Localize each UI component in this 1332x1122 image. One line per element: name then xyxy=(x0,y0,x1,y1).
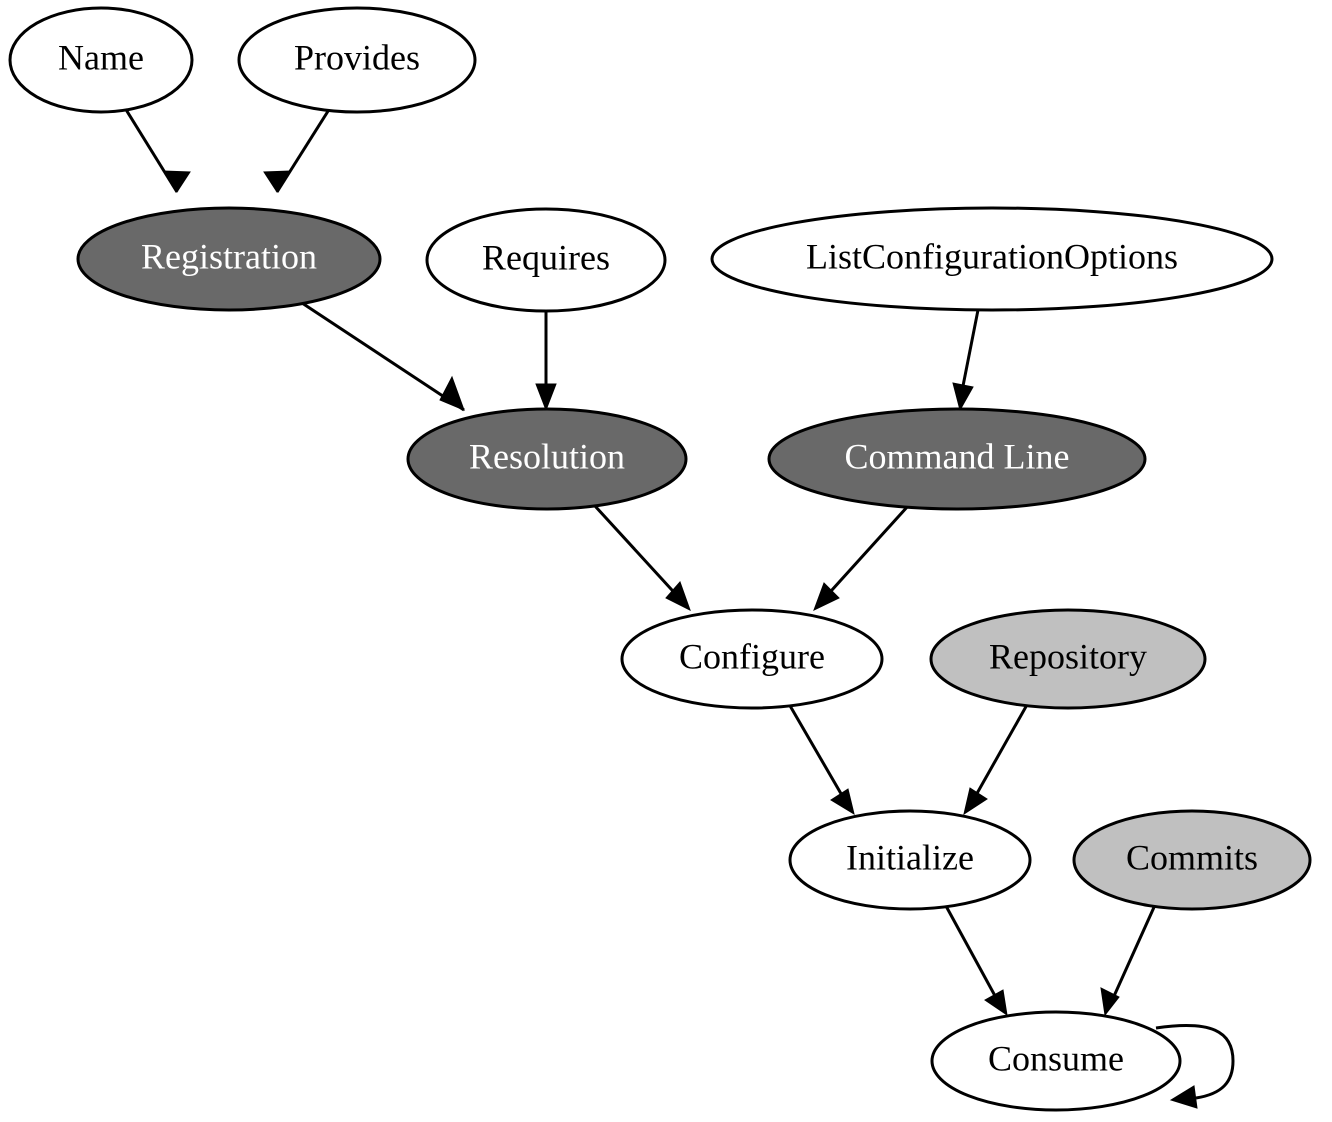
node-listconfigurationoptions[interactable]: ListConfigurationOptions xyxy=(710,206,1274,312)
arrowhead-icon xyxy=(163,170,191,193)
edge-requires-resolution[interactable] xyxy=(535,311,557,412)
node-label: Configure xyxy=(679,636,825,676)
edge-line xyxy=(787,703,849,805)
node-label: Consume xyxy=(988,1038,1124,1078)
edge-provides-registration[interactable] xyxy=(263,107,332,193)
node-shape xyxy=(425,207,667,313)
node-commits[interactable]: Commits xyxy=(1072,809,1312,911)
edge-line xyxy=(298,299,465,412)
node-configure[interactable]: Configure xyxy=(620,608,884,710)
node-initialize[interactable]: Initialize xyxy=(788,809,1032,911)
node-shape xyxy=(237,6,477,114)
edge-line xyxy=(820,504,910,603)
arrowhead-icon xyxy=(952,382,974,412)
edge-resolution-configure[interactable] xyxy=(593,504,691,612)
arrowhead-icon xyxy=(439,375,465,411)
edge-name-registration[interactable] xyxy=(123,107,191,193)
edge-commits-consume[interactable] xyxy=(1100,904,1157,1017)
arrowhead-icon xyxy=(263,170,291,193)
edge-line xyxy=(1108,904,1157,1006)
node-shape xyxy=(767,407,1147,511)
arrowhead-icon xyxy=(830,788,855,816)
edges-layer xyxy=(123,107,1235,1109)
node-label: Provides xyxy=(294,37,420,77)
arrowhead-icon xyxy=(1169,1085,1198,1109)
node-resolution[interactable]: Resolution xyxy=(406,407,688,511)
node-commandline[interactable]: Command Line xyxy=(767,407,1147,511)
arrowhead-icon xyxy=(813,582,840,611)
arrowhead-icon xyxy=(665,581,691,612)
node-label: Requires xyxy=(482,237,610,277)
node-requires[interactable]: Requires xyxy=(425,207,667,313)
node-label: Name xyxy=(58,37,144,77)
node-name[interactable]: Name xyxy=(8,6,194,114)
node-shape xyxy=(406,407,688,511)
edge-registration-resolution[interactable] xyxy=(298,299,465,412)
edge-repository-initialize[interactable] xyxy=(963,702,1030,816)
arrowhead-icon xyxy=(1100,987,1120,1017)
node-label: Command Line xyxy=(845,436,1070,476)
node-shape xyxy=(1072,809,1312,911)
edge-configure-initialize[interactable] xyxy=(787,703,855,816)
node-label: Registration xyxy=(141,236,317,276)
node-label: Initialize xyxy=(846,837,974,877)
arrowhead-icon xyxy=(963,787,988,816)
node-registration[interactable]: Registration xyxy=(76,206,382,312)
node-label: Resolution xyxy=(469,436,625,476)
edge-line xyxy=(944,905,1002,1006)
node-shape xyxy=(620,608,884,710)
node-label: Repository xyxy=(989,636,1147,676)
arrowhead-icon xyxy=(984,989,1008,1017)
edge-line xyxy=(969,702,1030,805)
node-shape xyxy=(930,1010,1182,1112)
node-consume[interactable]: Consume xyxy=(930,1010,1182,1112)
edge-consume-consume[interactable] xyxy=(1155,1024,1235,1109)
edge-line xyxy=(961,309,980,387)
node-repository[interactable]: Repository xyxy=(929,608,1207,710)
arrowhead-icon xyxy=(535,383,557,412)
node-shape xyxy=(76,206,382,312)
node-label: Commits xyxy=(1126,837,1258,877)
node-shape xyxy=(788,809,1032,911)
node-shape xyxy=(8,6,194,114)
edge-listconfigurationoptions-commandline[interactable] xyxy=(952,309,980,412)
node-label: ListConfigurationOptions xyxy=(806,236,1178,276)
edge-line xyxy=(593,504,684,603)
node-shape xyxy=(710,206,1274,312)
edge-line xyxy=(1155,1024,1235,1100)
edge-initialize-consume[interactable] xyxy=(944,905,1008,1017)
edge-commandline-configure[interactable] xyxy=(813,504,910,611)
node-provides[interactable]: Provides xyxy=(237,6,477,114)
node-shape xyxy=(929,608,1207,710)
